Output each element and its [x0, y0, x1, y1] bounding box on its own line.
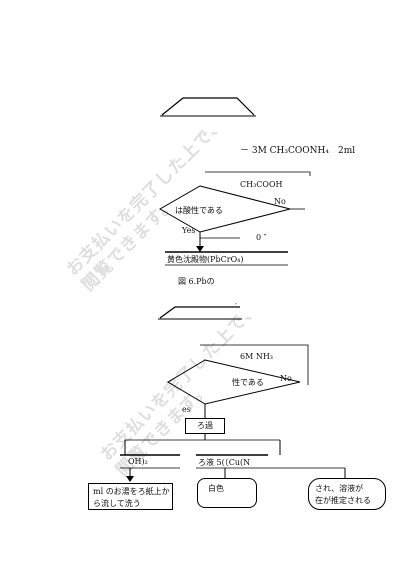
decision-1-no: No — [274, 197, 286, 206]
second-terminator — [159, 306, 240, 319]
reagent-ammonia: 6M NH₃ — [240, 352, 274, 361]
decision-2-label: 性である — [232, 378, 264, 387]
filter-label: ろ過 — [197, 421, 213, 430]
white-result-box: 白色 — [197, 478, 257, 508]
presumed-result-text: され、溶液が 在が推定される — [315, 484, 371, 505]
decision-2-yes: es — [182, 405, 191, 414]
reagent-ammonium-acetate: － 3M CH₃COONH₄ 2ml — [240, 146, 356, 156]
presumed-result-box: され、溶液が 在が推定される — [308, 478, 386, 510]
reagent-acetic-acid: CH₃COOH — [240, 180, 283, 189]
figure-caption: 図 6.Pbの — [178, 277, 215, 286]
wash-instruction-text: ml のお湯をろ紙上か ら流して洗う — [93, 487, 170, 508]
wash-instruction-box: ml のお湯をろ紙上か ら流して洗う — [88, 483, 173, 510]
filter-box: ろ過 — [185, 418, 225, 434]
result-partial-text: 0 ″ — [256, 233, 267, 242]
left-branch-heading: OH)₂ — [128, 457, 148, 466]
precipitate-label: 黄色沈殿物(PbCrO₄) — [167, 255, 244, 264]
top-terminator — [161, 97, 255, 116]
decision-1-label: は酸性である — [175, 206, 223, 215]
decision-2-no: No — [280, 374, 292, 383]
decision-1-yes: Yes — [182, 226, 196, 235]
right-branch-heading: ろ液 5(〔Cu(N — [198, 458, 251, 467]
white-result-text: 白色 — [208, 484, 224, 493]
tick-mark: ′ — [235, 302, 237, 311]
